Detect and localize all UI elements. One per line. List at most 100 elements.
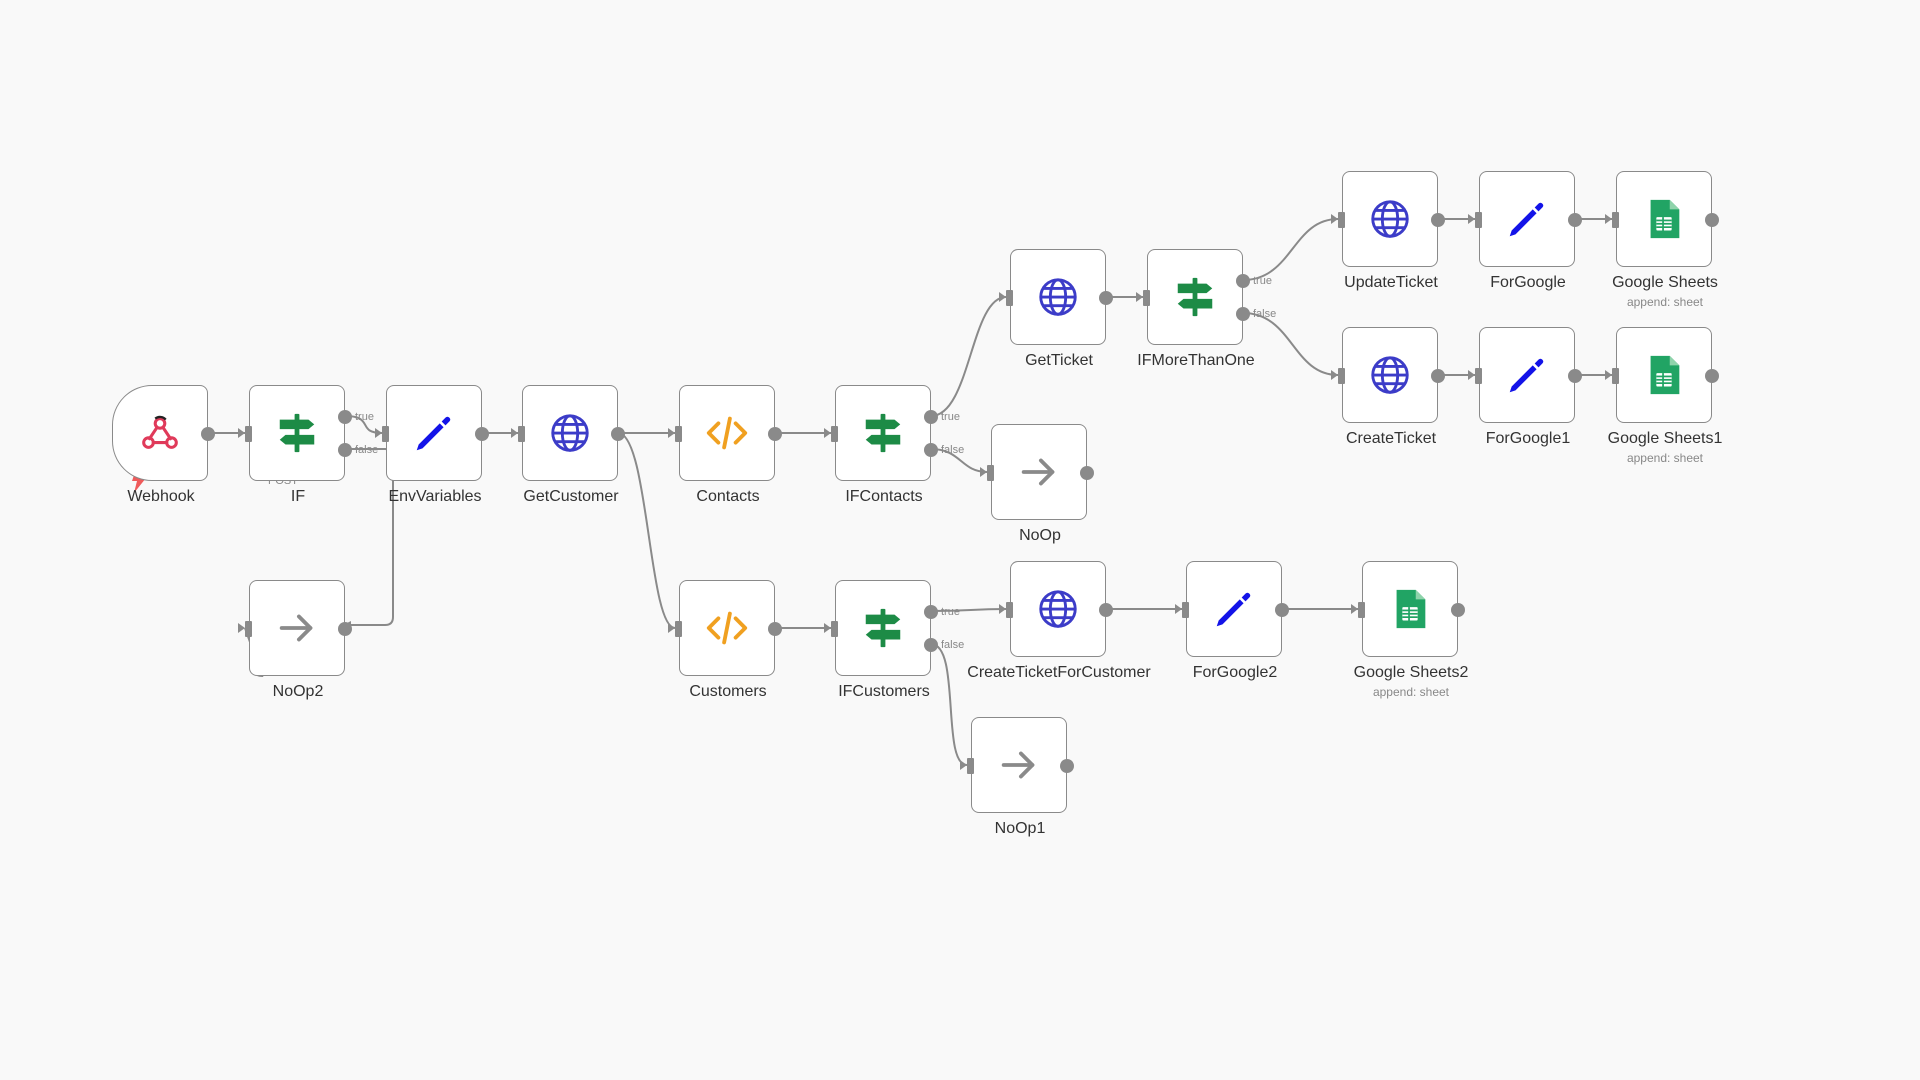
output-port[interactable] — [1080, 466, 1094, 480]
node-label: IFCustomers — [838, 683, 930, 700]
output-port[interactable] — [338, 622, 352, 636]
output-port-false[interactable] — [924, 443, 938, 457]
input-port[interactable] — [1475, 368, 1482, 384]
edge-ifcustomers-to-ctfc[interactable] — [930, 608, 1007, 612]
node-ifmore[interactable]: IFMoreThanOne — [1137, 249, 1255, 369]
node-label: NoOp1 — [994, 820, 1046, 837]
output-port[interactable] — [1099, 603, 1113, 617]
node-customers[interactable]: Customers — [675, 580, 782, 700]
input-port[interactable] — [382, 426, 389, 442]
node-label: EnvVariables — [388, 488, 482, 505]
output-port[interactable] — [1568, 369, 1582, 383]
input-port[interactable] — [1182, 602, 1189, 618]
output-port-false[interactable] — [924, 638, 938, 652]
input-port[interactable] — [1338, 368, 1345, 384]
input-port[interactable] — [1612, 368, 1619, 384]
input-port[interactable] — [518, 426, 525, 442]
globe-icon — [1034, 585, 1082, 633]
node-label: Customers — [689, 683, 767, 700]
output-port[interactable] — [1568, 213, 1582, 227]
edge-ifmore-to-update[interactable] — [1242, 218, 1339, 281]
pen-icon — [1210, 585, 1258, 633]
edge-arrow — [824, 623, 831, 633]
edge-arrow — [1468, 370, 1475, 380]
node-forgoogle[interactable]: ForGoogle — [1475, 171, 1582, 291]
edge-getcustomer-to-customers[interactable] — [617, 432, 676, 629]
node-noop1[interactable]: NoOp1 — [967, 717, 1074, 837]
input-port[interactable] — [675, 621, 682, 637]
edge-ifmore-to-create[interactable] — [1242, 312, 1339, 376]
output-port[interactable] — [475, 427, 489, 441]
node-ctfc[interactable]: CreateTicketForCustomer — [967, 561, 1151, 681]
arrow-right-icon — [1015, 448, 1063, 496]
output-port[interactable] — [1431, 369, 1445, 383]
node-forgoogle1[interactable]: ForGoogle1 — [1475, 327, 1582, 447]
if-signpost-icon — [859, 409, 907, 457]
input-port[interactable] — [675, 426, 682, 442]
node-getcustomer[interactable]: GetCustomer — [518, 385, 625, 505]
webhook-icon — [136, 409, 184, 457]
edge-ifcontacts-to-gettick[interactable] — [930, 296, 1007, 417]
input-port[interactable] — [1475, 212, 1482, 228]
input-port[interactable] — [831, 621, 838, 637]
input-port[interactable] — [1338, 212, 1345, 228]
output-port[interactable] — [1705, 213, 1719, 227]
output-port-true[interactable] — [338, 410, 352, 424]
input-port[interactable] — [987, 465, 994, 481]
input-port[interactable] — [831, 426, 838, 442]
output-port-false[interactable] — [338, 443, 352, 457]
output-port[interactable] — [1099, 291, 1113, 305]
edge-arrow — [375, 428, 382, 438]
node-contacts[interactable]: Contacts — [675, 385, 782, 505]
edge-arrow — [668, 623, 675, 633]
edge-ifcustomers-to-noop1[interactable] — [930, 643, 968, 766]
edge-arrow — [1351, 604, 1358, 614]
node-create[interactable]: CreateTicket — [1338, 327, 1445, 447]
globe-icon — [1034, 273, 1082, 321]
output-port-false[interactable] — [1236, 307, 1250, 321]
output-port[interactable] — [1275, 603, 1289, 617]
node-gettick[interactable]: GetTicket — [1006, 249, 1113, 369]
output-port[interactable] — [201, 427, 215, 441]
input-port[interactable] — [1006, 602, 1013, 618]
node-env[interactable]: EnvVariables — [382, 385, 489, 505]
output-port-true[interactable] — [924, 605, 938, 619]
output-port[interactable] — [768, 622, 782, 636]
arrow-right-icon — [273, 604, 321, 652]
edge-label: false — [941, 639, 964, 651]
input-port[interactable] — [1612, 212, 1619, 228]
node-noop[interactable]: NoOp — [987, 424, 1094, 544]
node-update[interactable]: UpdateTicket — [1338, 171, 1445, 291]
node-label: UpdateTicket — [1344, 274, 1438, 291]
input-port[interactable] — [245, 426, 252, 442]
output-port-true[interactable] — [1236, 274, 1250, 288]
output-port[interactable] — [1705, 369, 1719, 383]
edge-label: false — [941, 444, 964, 456]
node-ifcustomers[interactable]: IFCustomers — [831, 580, 938, 700]
input-port[interactable] — [1006, 290, 1013, 306]
node-label: Webhook — [127, 488, 195, 505]
edge-arrow — [238, 623, 245, 633]
node-noop2[interactable]: NoOp2 — [245, 580, 352, 700]
input-port[interactable] — [245, 621, 252, 637]
edge-arrow — [1331, 370, 1338, 380]
node-label: Google Sheets — [1612, 274, 1718, 291]
output-port[interactable] — [1431, 213, 1445, 227]
input-port[interactable] — [1358, 602, 1365, 618]
output-port[interactable] — [1060, 759, 1074, 773]
node-webhook[interactable]: Webhook — [112, 385, 215, 505]
input-port[interactable] — [1143, 290, 1150, 306]
edge-arrow — [1175, 604, 1182, 614]
node-forgoogle2[interactable]: ForGoogle2 — [1182, 561, 1289, 681]
node-if[interactable]: IF — [245, 385, 352, 505]
output-port[interactable] — [611, 427, 625, 441]
node-ifcontacts[interactable]: IFContacts — [831, 385, 938, 505]
input-port[interactable] — [967, 758, 974, 774]
output-port[interactable] — [768, 427, 782, 441]
output-port-true[interactable] — [924, 410, 938, 424]
output-port[interactable] — [1451, 603, 1465, 617]
